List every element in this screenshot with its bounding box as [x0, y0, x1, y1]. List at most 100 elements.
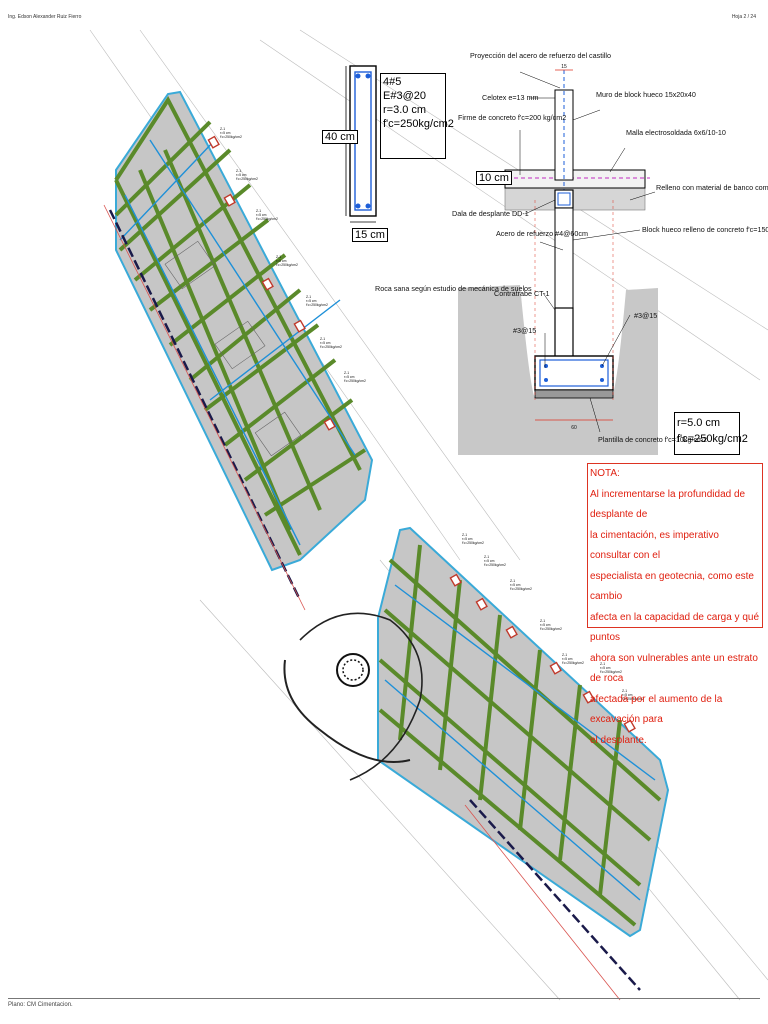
footing-callout: Z-1 r=5 cm f'c=250kg/cm2 — [510, 579, 532, 591]
svg-text:f'c=250kg/cm2: f'c=250kg/cm2 — [220, 135, 242, 139]
footing-callout: Z-1 r=5 cm f'c=250kg/cm2 — [622, 689, 644, 701]
svg-text:f'c=250kg/cm2: f'c=250kg/cm2 — [484, 563, 506, 567]
svg-text:r=5 cm: r=5 cm — [236, 173, 247, 177]
label-estribo-right: #3@15 — [634, 311, 657, 320]
footer-text: Plano: CM Cimentacion. — [8, 1002, 73, 1008]
upper-foundation-slab — [114, 90, 374, 572]
footing-marker — [475, 597, 488, 611]
svg-text:f'c=250kg/cm2: f'c=250kg/cm2 — [562, 661, 584, 665]
note-title: NOTA: — [590, 468, 620, 479]
upper-detail-lines — [164, 240, 302, 457]
slab-spec-box: r=5.0 cm f'c=250kg/cm2 — [674, 412, 748, 455]
setback-lines — [103, 204, 621, 1001]
svg-text:f'c=250kg/cm2: f'c=250kg/cm2 — [236, 177, 258, 181]
svg-text:Z-1: Z-1 — [256, 209, 261, 213]
svg-text:Z-1: Z-1 — [236, 169, 241, 173]
column-height-dim: 40 cm — [322, 130, 358, 144]
note-line: ahora son vulnerables ante un estrato de… — [590, 652, 758, 685]
upper-foundation-beams — [114, 96, 367, 556]
svg-text:r=5 cm: r=5 cm — [462, 537, 473, 541]
lower-foundation-beams — [378, 544, 662, 927]
slab-spec-line: f'c=250kg/cm2 — [677, 433, 748, 445]
footing-marker — [582, 690, 595, 704]
svg-text:r=5 cm: r=5 cm — [306, 299, 317, 303]
footing-marker — [505, 625, 518, 639]
label-dala: Dala de desplante DD-1 — [452, 209, 529, 218]
column-spec-line: r=3.0 cm — [383, 104, 427, 116]
svg-text:Z-1: Z-1 — [220, 127, 225, 131]
column-spec-line: 4#5 — [383, 76, 402, 88]
label-block-relleno: Block hueco relleno de concreto f'c=150k… — [642, 225, 768, 234]
column-spec-box: 4#5 E#3@20 r=3.0 cm f'c=250kg/cm2 — [380, 73, 454, 159]
svg-text:Z-1: Z-1 — [484, 555, 489, 559]
label-celotex: Celotex e=13 mm — [482, 93, 539, 102]
note-line: Al incrementarse la profundidad de despl… — [590, 488, 746, 521]
column-width-dim: 15 cm — [352, 228, 388, 242]
footing-callout: Z-1 r=5 cm f'c=250kg/cm2 — [600, 662, 622, 674]
svg-text:Z-1: Z-1 — [562, 653, 567, 657]
footing-callout: Z-1 r=5 cm f'c=250kg/cm2 — [562, 653, 584, 665]
footing-marker — [207, 135, 220, 149]
note-line: afectada por el aumento de la excavación… — [590, 693, 723, 726]
svg-text:Z-1: Z-1 — [344, 371, 349, 375]
svg-text:Z-1: Z-1 — [276, 255, 281, 259]
label-contratrabe: Contratrabe CT-1 — [494, 289, 550, 298]
svg-text:r=5 cm: r=5 cm — [344, 375, 355, 379]
svg-text:r=5 cm: r=5 cm — [540, 623, 551, 627]
svg-text:f'c=250kg/cm2: f'c=250kg/cm2 — [540, 627, 562, 631]
label-malla: Malla electrosoldada 6x6/10-10 — [626, 128, 726, 137]
column-spec-line: f'c=250kg/cm2 — [383, 118, 454, 130]
note-box: NOTA: Al incrementarse la profundidad de… — [587, 463, 763, 746]
footing-callout: Z-1 r=5 cm f'c=250kg/cm2 — [320, 337, 342, 349]
footing-callout: Z-1 r=5 cm f'c=250kg/cm2 — [236, 169, 258, 181]
footing-marker — [623, 719, 636, 733]
footing-marker — [223, 193, 236, 207]
svg-text:f'c=250kg/cm2: f'c=250kg/cm2 — [510, 587, 532, 591]
note-line: especialista en geotecnia, como este cam… — [590, 570, 754, 603]
slab-spec-line: r=5.0 cm — [677, 417, 721, 429]
column-spec-line: E#3@20 — [383, 90, 426, 102]
footing-marker — [323, 417, 336, 431]
footing-callout: Z-1 r=5 cm f'c=250kg/cm2 — [484, 555, 506, 567]
svg-text:r=5 cm: r=5 cm — [256, 213, 267, 217]
footing-marker — [293, 319, 306, 333]
svg-text:r=5 cm: r=5 cm — [276, 259, 287, 263]
svg-text:Z-1: Z-1 — [306, 295, 311, 299]
note-line: el desplante. — [590, 734, 647, 746]
svg-text:r=5 cm: r=5 cm — [220, 131, 231, 135]
svg-text:r=5 cm: r=5 cm — [510, 583, 521, 587]
label-roca: Roca sana según estudio de mecánica de s… — [375, 284, 532, 293]
svg-text:r=5 cm: r=5 cm — [320, 341, 331, 345]
svg-text:r=5 cm: r=5 cm — [600, 666, 611, 670]
svg-text:f'c=250kg/cm2: f'c=250kg/cm2 — [306, 303, 328, 307]
svg-text:f'c=250kg/cm2: f'c=250kg/cm2 — [320, 345, 342, 349]
label-acero: Acero de refuerzo #4@60cm — [496, 229, 588, 238]
svg-text:r=5 cm: r=5 cm — [562, 657, 573, 661]
column-section-detail — [345, 65, 377, 223]
svg-text:r=5 cm: r=5 cm — [622, 693, 633, 697]
footing-callout: Z-1 r=5 cm f'c=250kg/cm2 — [276, 255, 298, 267]
dim-10cm: 10 cm — [476, 171, 512, 185]
sheet-author: Ing. Edson Alexander Ruiz Fierro — [8, 14, 82, 20]
footing-callout: Z-1 r=5 cm f'c=250kg/cm2 — [306, 295, 328, 307]
footing-marker — [449, 573, 462, 587]
footing-markers — [207, 135, 636, 733]
svg-text:Z-1: Z-1 — [462, 533, 467, 537]
wall-footing-section-detail: 15 60 — [458, 64, 658, 455]
svg-text:f'c=250kg/cm2: f'c=250kg/cm2 — [276, 263, 298, 267]
svg-text:f'c=250kg/cm2: f'c=250kg/cm2 — [600, 670, 622, 674]
sheet-number: Hoja 2 / 24 — [731, 14, 756, 20]
sheet-footer: Plano: CM Cimentacion. — [8, 998, 760, 1008]
svg-text:f'c=250kg/cm2: f'c=250kg/cm2 — [256, 217, 278, 221]
svg-text:f'c=250kg/cm2: f'c=250kg/cm2 — [462, 541, 484, 545]
svg-text:Z-1: Z-1 — [600, 662, 605, 666]
svg-text:Z-1: Z-1 — [622, 689, 627, 693]
svg-text:f'c=250kg/cm2: f'c=250kg/cm2 — [622, 697, 644, 701]
lower-axis-lines — [384, 584, 656, 901]
dim-top: 15 — [561, 64, 567, 70]
label-relleno: Relleno con material de banco compactado… — [656, 183, 768, 192]
footing-callout: Z-1 r=5 cm f'c=250kg/cm2 — [462, 533, 484, 545]
svg-text:Z-1: Z-1 — [510, 579, 515, 583]
label-plantilla: Plantilla de concreto f'c=10kg/cm2 — [598, 435, 707, 444]
